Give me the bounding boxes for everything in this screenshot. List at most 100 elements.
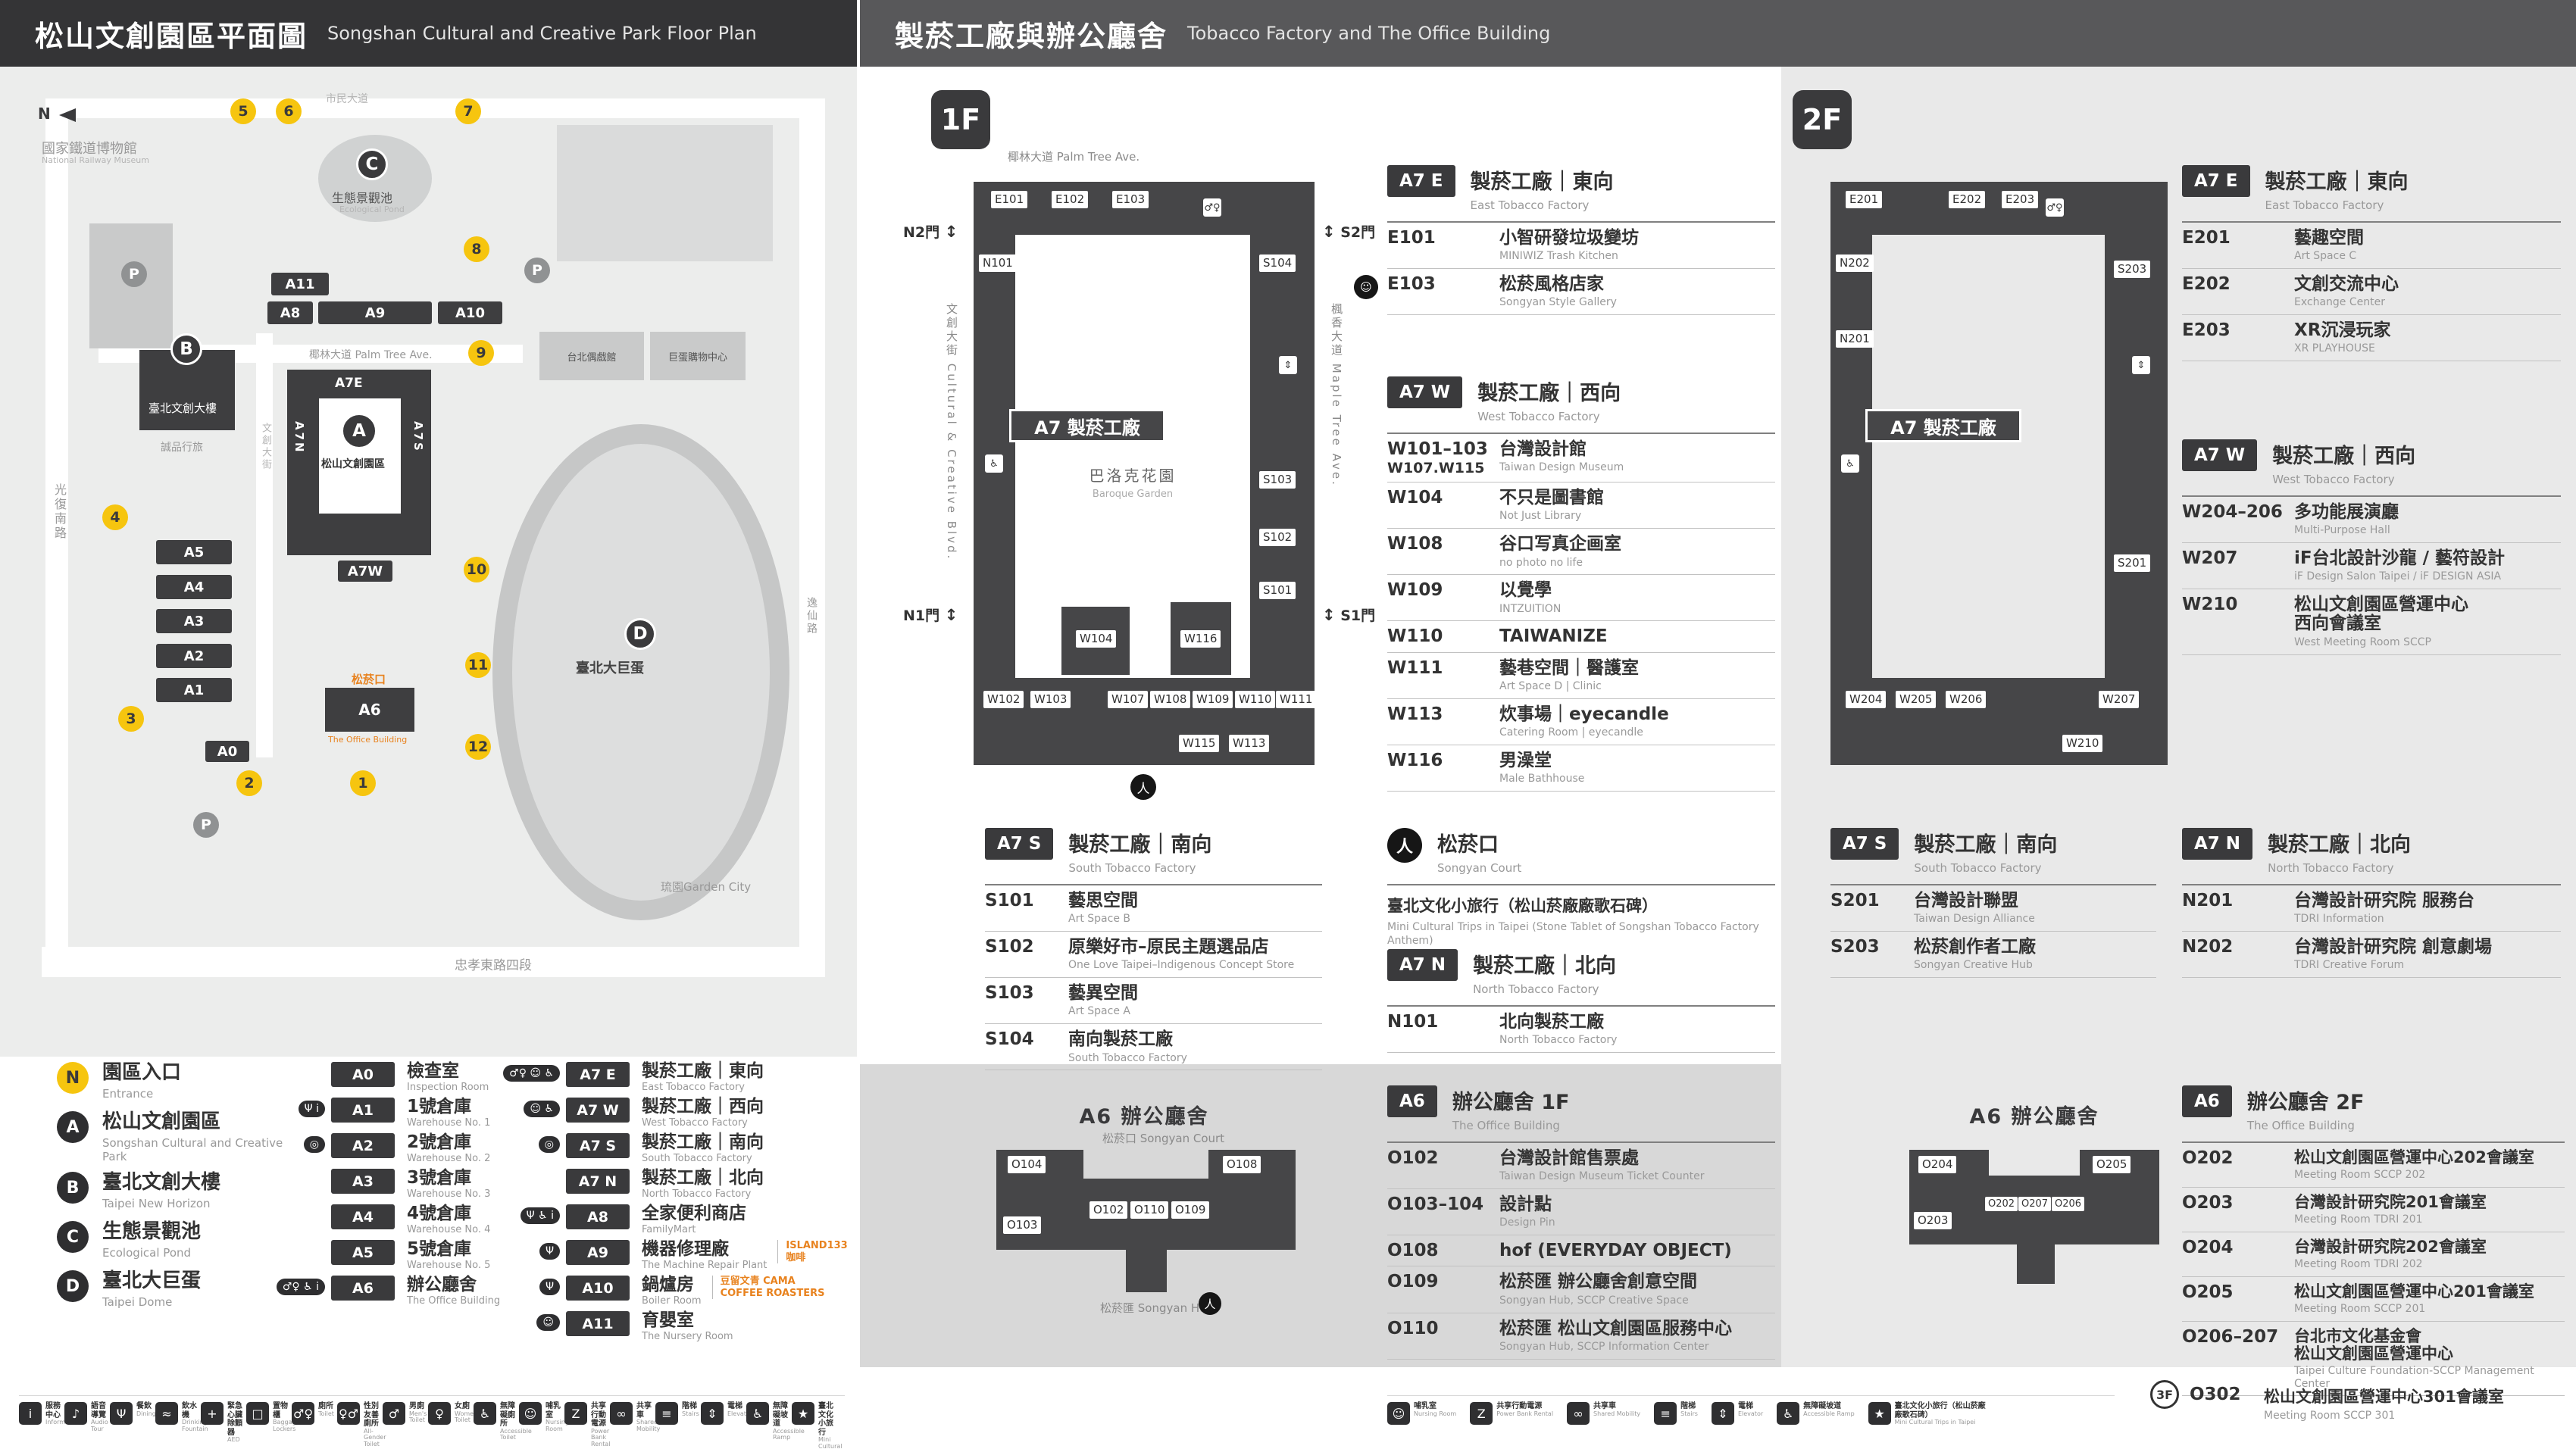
building-name-zh: 檢查室 xyxy=(407,1061,459,1081)
a6-court-label: 松菸口 Songyan Court xyxy=(1102,1132,1225,1145)
facility-label-en: Baggage Lockers xyxy=(273,1419,300,1432)
room-code-main: N201 xyxy=(2182,891,2234,910)
facility-icon: ♪ xyxy=(64,1402,87,1425)
room-code: O103–104 xyxy=(1387,1194,1499,1214)
room-code-main: O102 xyxy=(1387,1148,1439,1168)
room-code-main: W101–103 xyxy=(1387,439,1488,459)
room-code: W111 xyxy=(1387,658,1499,678)
court-line-en: Mini Cultural Trips in Taipei (Stone Tab… xyxy=(1387,921,1759,948)
facility-icon: ♿ xyxy=(474,1402,496,1425)
building-name-zh: 辦公廳舍 xyxy=(407,1275,477,1294)
room-name-zh: 男澡堂 xyxy=(1499,750,1552,770)
building-name-zh: 製菸工廠｜西向 xyxy=(642,1097,764,1116)
building-row: Ψ A10 鍋爐房 Boiler Room 豆留文青 CAMA COFFEE R… xyxy=(496,1276,860,1311)
room-chip-w206: W206 xyxy=(1946,691,1987,708)
section-header: A7 W 製菸工廠｜西向 West Tobacco Factory xyxy=(2182,439,2561,497)
room-name: hof (EVERYDAY OBJECT) xyxy=(1499,1241,1732,1260)
room-code-main: O110 xyxy=(1387,1318,1439,1338)
facility-item: ♀♂ 性別友善廁所 All-Gender Toilet xyxy=(337,1402,386,1449)
new-horizon-label: 臺北文創大樓 xyxy=(148,401,217,415)
court-title-zh: 松菸口 xyxy=(1437,833,1499,857)
section-title-zh: 製菸工廠｜北向 xyxy=(1473,954,1617,978)
building-name-zh: 3號倉庫 xyxy=(407,1168,472,1188)
building-name: 1號倉庫 Warehouse No. 1 xyxy=(407,1098,490,1129)
parking-icon: P xyxy=(193,812,219,838)
right-header-subtitle: Tobacco Factory and The Office Building xyxy=(1187,23,1551,44)
a6f1-stem xyxy=(1126,1250,1167,1292)
room-chip-n201: N201 xyxy=(1836,330,1874,348)
gate-s2: ↕ S2門 xyxy=(1322,221,1375,242)
facility-icon: ♿ xyxy=(746,1402,769,1425)
facility-icon: Z xyxy=(1470,1402,1493,1425)
entrance-label-en: Entrance xyxy=(102,1086,154,1101)
building-row: Ψ ♿ i A8 全家便利商店 FamilyMart xyxy=(496,1204,860,1240)
entrance-8: 8 xyxy=(464,236,489,262)
road-left xyxy=(45,98,68,977)
section-code: A7 E xyxy=(1387,165,1455,197)
facility-label-en: Mini Cultural Trips in Taipei xyxy=(1894,1419,1976,1426)
room-code-main: O109 xyxy=(1387,1272,1439,1292)
amenity-icons xyxy=(261,1240,331,1243)
eslite-hotel-label: 誠品行旅 xyxy=(161,442,203,454)
room-code-main: N202 xyxy=(2182,937,2234,957)
building-name: 製菸工廠｜南向 South Tobacco Factory xyxy=(642,1133,764,1164)
room-chip-o204: O204 xyxy=(1918,1156,1957,1173)
gate-arrow-icon: ↕ xyxy=(944,223,958,241)
facility-icon: ⇕ xyxy=(701,1402,724,1425)
legend-buildings-col2: ♂♀ ☺ ♿ A7 E 製菸工廠｜東向 East Tobacco Factory… xyxy=(496,1062,860,1347)
elevator-icon: ⇕ xyxy=(2132,356,2150,374)
facility-label-en: Audio Tour xyxy=(91,1419,108,1432)
palm-ave-label: 椰林大道 Palm Tree Ave. xyxy=(309,349,433,361)
section-code: A6 xyxy=(2182,1085,2232,1117)
road-top xyxy=(45,98,803,118)
building-code: A9 xyxy=(566,1240,630,1265)
section-a7e-1f: A7 E 製菸工廠｜東向 East Tobacco Factory E101 小… xyxy=(1354,165,1775,316)
room-name-zh: 松山文創園區營運中心202會議室 xyxy=(2294,1148,2534,1166)
amenity-icon-pill: ☺ ♿ xyxy=(524,1101,560,1117)
garden-city-label: 琉園Garden City xyxy=(661,880,752,894)
room-code: E202 xyxy=(2182,274,2294,294)
building-row: ◎ A7 S 製菸工廠｜南向 South Tobacco Factory xyxy=(496,1133,860,1169)
facility-icon: ∞ xyxy=(1567,1402,1590,1425)
facility-label-en: Drinking Fountain xyxy=(182,1419,208,1432)
room-code: E203 xyxy=(2182,320,2294,340)
entrance-6: 6 xyxy=(276,98,302,124)
facility-label-zh: 廁所 xyxy=(318,1402,333,1410)
room-code: O203 xyxy=(2182,1193,2294,1213)
room-name-en: Songyan Hub, SCCP Information Center xyxy=(1499,1340,1709,1353)
building-name-en: FamilyMart xyxy=(642,1224,696,1236)
facility-label-zh: 飲水機 xyxy=(182,1402,197,1419)
facility-item: ♂ 男廁 Men's Toilet xyxy=(383,1402,428,1449)
section-title-zh: 製菸工廠｜南向 xyxy=(1914,833,2058,857)
section-header: A7 S 製菸工廠｜南向 South Tobacco Factory xyxy=(1830,828,2156,885)
room-code: O110 xyxy=(1387,1319,1499,1338)
road-right xyxy=(799,98,825,977)
road-bottom xyxy=(42,947,825,977)
entrance-2: 2 xyxy=(236,770,262,796)
room-chip-s203: S203 xyxy=(2114,261,2151,278)
badge-a: A xyxy=(343,415,375,447)
section-title-zh: 製菸工廠｜南向 xyxy=(1068,833,1212,857)
facility-item: ⇕ 電梯 Elevator xyxy=(701,1402,752,1449)
facility-icon: □ xyxy=(246,1402,269,1425)
amenity-icons: ☺ xyxy=(496,1311,566,1331)
badge-c: C xyxy=(356,148,388,180)
room-chip-o205: O205 xyxy=(2093,1156,2131,1173)
room-code: O204 xyxy=(2182,1238,2294,1257)
amenity-icons xyxy=(496,1169,566,1172)
room-name-en: MINIWIZ Trash Kitchen xyxy=(1499,250,1618,263)
court-line-zh: 臺北文化小旅行（松山菸廠廠歌石碑） xyxy=(1387,897,1658,915)
